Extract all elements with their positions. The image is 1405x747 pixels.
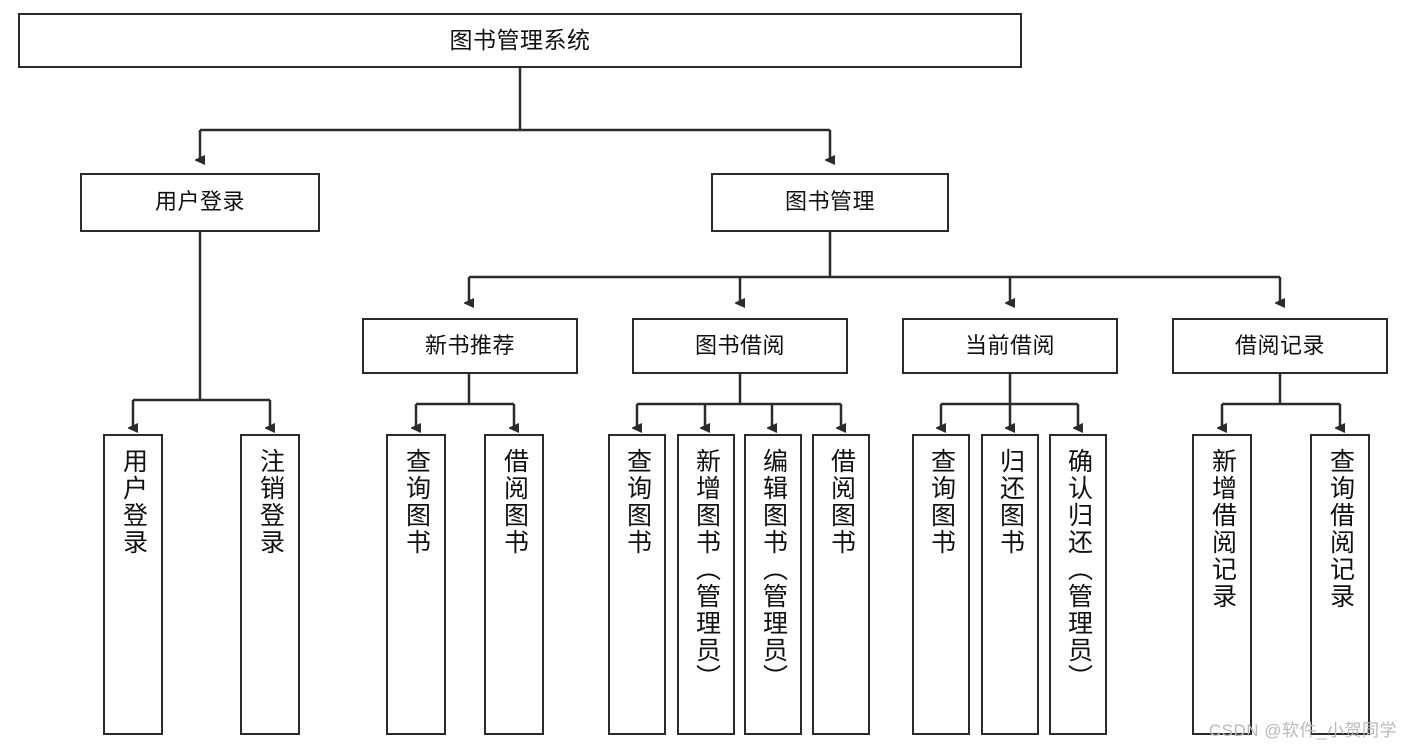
leaf-edit-book-admin[interactable]: 编辑图书（管理员） [744,434,802,735]
node-book-manage[interactable]: 图书管理 [711,173,949,232]
leaf-borrow-book-recommend[interactable]: 借阅图书 [484,434,544,735]
node-label: 新书推荐 [424,332,515,358]
node-current-borrow[interactable]: 当前借阅 [902,318,1118,374]
node-label: 图书管理 [784,189,875,215]
node-label: 用户登录 [119,448,148,556]
node-label: 查询图书 [927,448,956,556]
node-label: 当前借阅 [964,332,1055,358]
node-book-borrow[interactable]: 图书借阅 [632,318,848,374]
node-label: 注销登录 [256,448,285,556]
node-root-book-management-system[interactable]: 图书管理系统 [18,13,1022,68]
leaf-user-login[interactable]: 用户登录 [103,434,163,735]
leaf-add-borrow-record[interactable]: 新增借阅记录 [1192,434,1252,735]
node-label: 确认归还（管理员） [1064,448,1093,691]
leaf-add-book-admin[interactable]: 新增图书（管理员） [677,434,735,735]
node-label: 归还图书 [996,448,1025,556]
node-borrow-record[interactable]: 借阅记录 [1172,318,1388,374]
node-label: 图书借阅 [694,332,785,358]
node-user-login[interactable]: 用户登录 [80,173,320,232]
leaf-return-book[interactable]: 归还图书 [981,434,1039,735]
node-label: 借阅记录 [1234,332,1325,358]
leaf-query-book-current[interactable]: 查询图书 [912,434,970,735]
watermark-text: CSDN @软件_小贺同学 [1208,721,1397,740]
leaf-query-book-recommend[interactable]: 查询图书 [386,434,446,735]
leaf-query-borrow-record[interactable]: 查询借阅记录 [1310,434,1370,735]
node-label: 借阅图书 [500,448,529,556]
node-label: 新增借阅记录 [1208,448,1237,610]
node-label: 图书管理系统 [449,26,591,53]
node-label: 用户登录 [154,189,245,215]
node-label: 查询借阅记录 [1326,448,1355,610]
node-new-book-recommend[interactable]: 新书推荐 [362,318,578,374]
node-label: 新增图书（管理员） [692,448,721,691]
node-label: 编辑图书（管理员） [759,448,788,691]
leaf-confirm-return-admin[interactable]: 确认归还（管理员） [1049,434,1107,735]
leaf-logout-login[interactable]: 注销登录 [240,434,300,735]
node-label: 查询图书 [623,448,652,556]
node-label: 查询图书 [402,448,431,556]
leaf-borrow-book[interactable]: 借阅图书 [812,434,870,735]
leaf-query-book-borrow[interactable]: 查询图书 [608,434,666,735]
node-label: 借阅图书 [827,448,856,556]
